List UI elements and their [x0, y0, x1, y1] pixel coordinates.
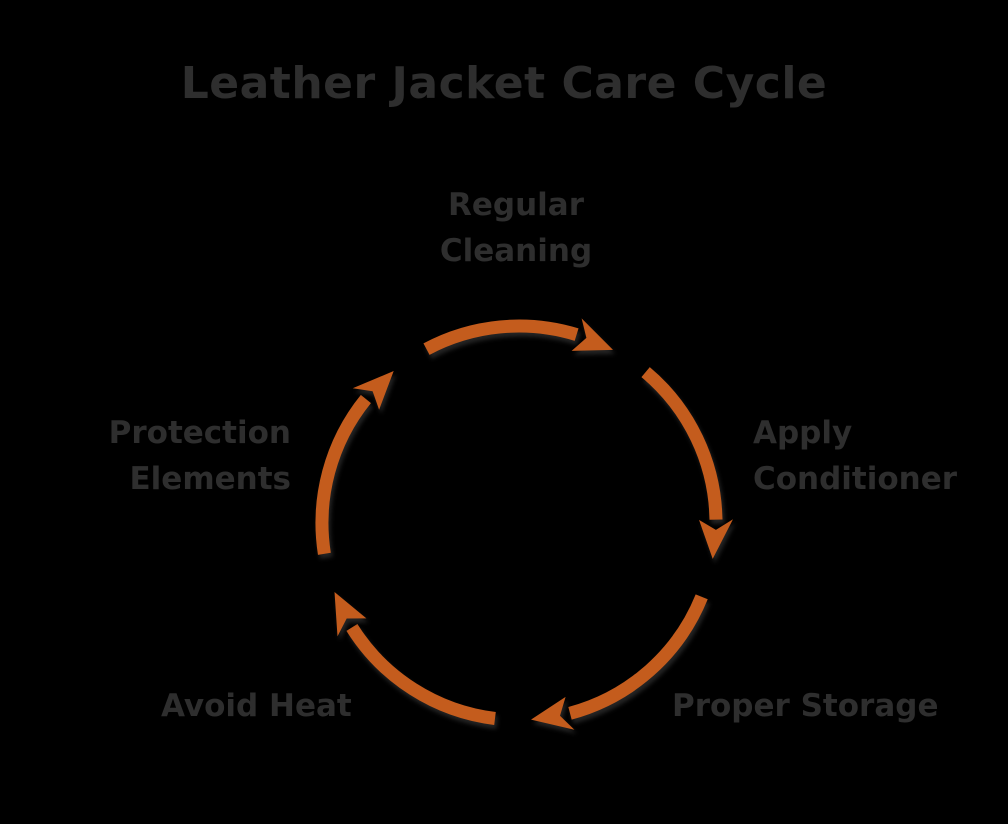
step-label-line: Elements [129, 461, 292, 497]
cycle-arc-3 [346, 623, 496, 725]
cycle-arc-2 [568, 594, 708, 720]
step-label-line: Cleaning [439, 233, 593, 269]
page-title: Leather Jacket Care Cycle [180, 58, 828, 109]
step-label-line: Conditioner [753, 461, 958, 497]
cycle-arrowhead-0 [571, 318, 613, 351]
step-label-line: Apply [753, 415, 853, 451]
cycle-arc-0 [423, 319, 579, 355]
step-label-avoid-heat: Avoid Heat [161, 683, 352, 729]
step-label-line: Avoid Heat [161, 688, 352, 724]
step-label-proper-storage: Proper Storage [672, 683, 938, 729]
cycle-arc-1 [641, 367, 723, 520]
cycle-arrowhead-4 [352, 371, 394, 410]
step-label-line: Proper Storage [672, 688, 939, 724]
step-label-apply-conditioner: Apply Conditioner [753, 410, 957, 502]
cycle-arrowhead-1 [699, 519, 733, 559]
step-label-protection-elements: Protection Elements [109, 410, 291, 502]
step-label-line: Protection [108, 415, 291, 451]
step-label-line: Regular [448, 187, 584, 223]
cycle-arc-4 [315, 394, 371, 555]
step-label-regular-cleaning: Regular Cleaning [440, 182, 592, 274]
cycle-arrowhead-2 [531, 696, 575, 730]
cycle-arrowhead-3 [334, 592, 367, 637]
